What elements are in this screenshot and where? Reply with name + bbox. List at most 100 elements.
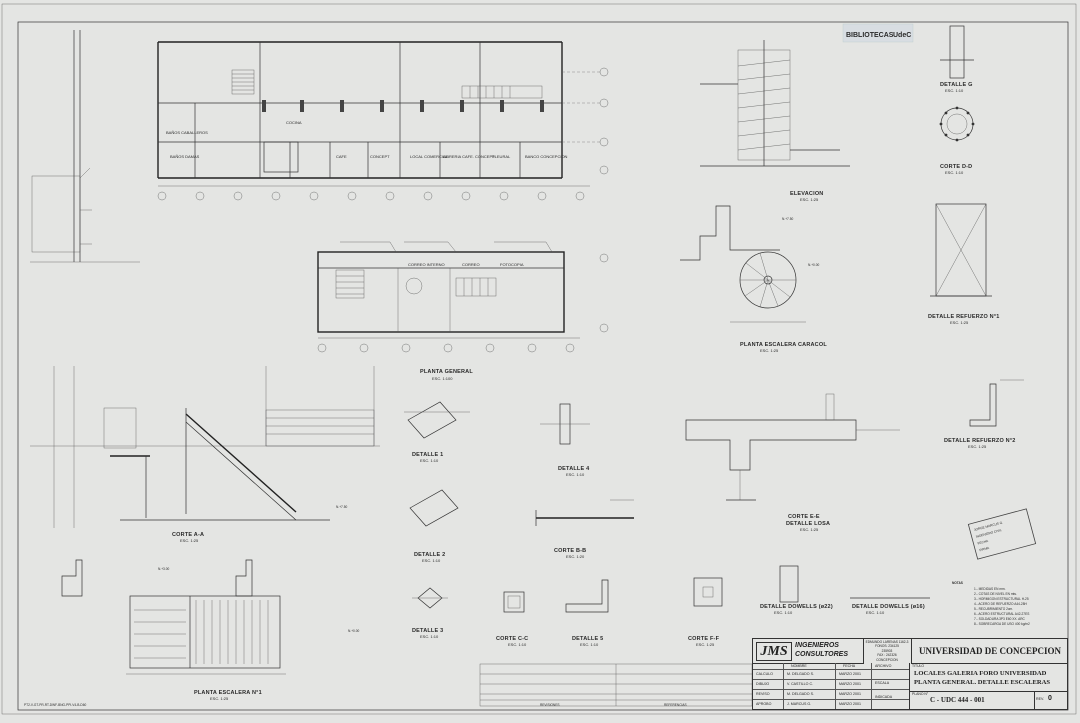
corte-cc-title: CORTE C-C	[496, 636, 528, 642]
room-correo: CORREO	[462, 262, 480, 267]
escala-label: ESCALA	[875, 681, 890, 685]
level-mark-3: N.+7.50	[336, 505, 347, 509]
level-mark-5: N.+0.00	[348, 629, 359, 633]
room-cafe: CAFE	[336, 154, 347, 159]
col-fecha: FECHA	[843, 664, 856, 668]
library-stamp: BIBLIOTECAS UdeC	[842, 23, 914, 43]
note-2: 2.- COTAS DE NIVEL EN mts.	[974, 592, 1017, 596]
elevacion-title: ELEVACION	[790, 191, 823, 197]
signature-table: NOMBRE FECHA ARCHIVO CALCULO M. DELGADO …	[753, 663, 909, 709]
note-3: 3.- HORMIGON ESTRUCTURAL H-25	[974, 597, 1029, 601]
revisions-strip: REVISIONES REFERENCIAS	[479, 663, 753, 707]
refuerzo1-scale: ESC. 1:25	[950, 320, 969, 325]
level-mark-1: N.+7.50	[782, 217, 793, 221]
room-local-comercial: LOCAL COMERCIAL	[410, 154, 449, 159]
note-7: 7.- SOLDADURA 3P3 E60 XX. ARC	[974, 617, 1026, 621]
refuerzo1-title: DETALLE REFUERZO N°1	[928, 314, 1000, 320]
title-cell: TITULO LOCALES GALERIA FORO UNIVERSIDAD …	[909, 663, 1068, 692]
plano-cell: PLANO N° C - UDC 444 - 001 REV. 0	[909, 691, 1068, 709]
sig-date: MARZO 2001	[839, 692, 861, 696]
room-pleural: PLEURAL	[492, 154, 511, 159]
detalle-g-title: DETALLE G	[940, 82, 973, 88]
sig-col-line	[783, 663, 784, 709]
planta-caracol-title: PLANTA ESCALERA CARACOL	[740, 342, 827, 348]
stamp-text: BIBLIOTECAS	[846, 32, 894, 39]
note-8: 8.- SOBRECARGA DE USO 400 kg/m2	[974, 622, 1030, 626]
detalle-4-scale: ESC. 1:10	[566, 472, 585, 477]
address-line-4: FAX : 242326	[877, 653, 897, 658]
col-nombre: NOMBRE	[791, 664, 807, 668]
room-banco: BANCO CONCEPCION	[525, 154, 568, 159]
margin-note: PT2-V-GT-PR-RT-DWF-BNG-PPI-V4-B-D60	[24, 703, 87, 707]
corte-ee-view: CORTE E-E DETALLE LOSA ESC. 1:25	[685, 393, 900, 532]
firm-logo: JMS	[756, 642, 792, 661]
sig-col-line	[835, 663, 836, 709]
corte-aa-view: CORTE A-A ESC. 1:25 N.+7.50	[30, 366, 380, 543]
elevacion-scale: ESC. 1:25	[800, 197, 819, 202]
room-banos-caballeros: BAÑOS CABALLEROS	[166, 130, 208, 135]
sig-row: CALCULO M. DELGADO S. MARZO 2001	[753, 669, 909, 680]
detalle-g-view: DETALLE G ESC. 1:10	[940, 25, 974, 93]
corte-ff-view: CORTE F-F ESC. 1:25	[688, 577, 723, 647]
corte-ee-title: CORTE E-E	[788, 514, 820, 520]
sig-header: NOMBRE FECHA ARCHIVO	[753, 663, 909, 670]
address-line-2: FONOS: 234125	[875, 644, 899, 649]
sig-date: MARZO 2001	[839, 672, 861, 676]
sheet-border	[17, 21, 1069, 711]
sig-name: V. CASTILLO C.	[787, 682, 814, 686]
detalle-4-view: DETALLE 4 ESC. 1:10	[540, 403, 590, 477]
sig-role: CALCULO	[756, 672, 773, 676]
titulo-label: TITULO	[912, 664, 925, 668]
planta-escalera-1-view: PLANTA ESCALERA N°1 ESC. 1:25 N.+3.00 N.…	[61, 559, 359, 701]
sig-date: MARZO 2001	[839, 682, 861, 686]
detalle-1-scale: ESC. 1:10	[420, 458, 439, 463]
room-correo-interno: CORREO INTERNO	[408, 262, 445, 267]
corte-ee-subtitle: DETALLE LOSA	[786, 521, 830, 527]
firm-line-2: CONSULTORES	[795, 651, 849, 658]
room-cocina: COCINA	[286, 120, 302, 125]
corte-bb-title: CORTE B-B	[554, 548, 586, 554]
dowells-16-view: DETALLE DOWELLS (ø16) ESC. 1:10	[850, 597, 930, 615]
room-libreria: LIBRERIA CAFE. CONCEPT.	[443, 154, 495, 159]
detalle-4-title: DETALLE 4	[558, 466, 590, 472]
revisions-label: REVISIONES	[540, 703, 560, 707]
planta-general-scale: ESC. 1:100	[432, 376, 453, 381]
note-6: 6.- ACERO ESTRUCTURAL A42-27ES	[974, 612, 1029, 616]
corte-cc-view: CORTE C-C ESC. 1:10	[496, 591, 528, 647]
rev-divider	[1034, 691, 1035, 709]
plano-number: C - UDC 444 - 001	[930, 696, 985, 704]
address-line-1: EDMUNDO LARENAS 1162-3	[865, 640, 909, 644]
corte-cc-scale: ESC. 1:10	[508, 642, 527, 647]
address-line-3: 235903	[881, 648, 893, 653]
plano-label: PLANO N°	[912, 692, 929, 696]
corte-ff-scale: ESC. 1:25	[696, 642, 715, 647]
sheet-outer-border	[1, 3, 1077, 715]
sig-col-line	[871, 663, 872, 709]
corte-dd-scale: ESC. 1:10	[945, 170, 964, 175]
client-name: UNIVERSIDAD DE CONCEPCION	[911, 639, 1068, 664]
title-block: JMS INGENIEROS CONSULTORES EDMUNDO LAREN…	[752, 638, 1068, 710]
sig-role: DIBUJO	[756, 682, 770, 686]
room-concept: CONCEPT	[370, 154, 390, 159]
title-line-2: PLANTA GENERAL. DETALLE ESCALERAS	[914, 679, 1051, 686]
sig-row: DIBUJO V. CASTILLO C. MARZO 2001	[753, 679, 909, 690]
corte-dd-title: CORTE D-D	[940, 164, 972, 170]
notes-block: NOTAS 1.- MEDIDAS EN mm. 2.- COTAS DE NI…	[952, 581, 1030, 626]
dowells22-title: DETALLE DOWELLS (ø22)	[760, 604, 833, 610]
seal-line-2: INGENIERO CIVIL	[975, 528, 1002, 539]
planta-general-title: PLANTA GENERAL	[420, 369, 473, 375]
seal-line-4: FIRMA	[979, 546, 990, 553]
room-banos-damas: BAÑOS DAMAS	[170, 154, 200, 159]
detalle-5-view: DETALLE 5 ESC. 1:10	[565, 579, 609, 647]
sig-row: REVISO M. DELGADO S. MARZO 2001	[753, 689, 909, 700]
planta-caracol-view: PLANTA ESCALERA CARACOL ESC. 1:25 N.+7.5…	[680, 205, 827, 353]
note-4: 4.- ACERO DE REFUERZO A44-28H	[974, 602, 1027, 606]
left-section-detail	[30, 30, 140, 263]
elevacion-view: ELEVACION ESC. 1:25	[700, 40, 850, 202]
planta-general-lower: CORREO INTERNO CORREO FOTOCOPIA PLANTA G…	[317, 241, 609, 381]
firm-cell: JMS INGENIEROS CONSULTORES	[753, 639, 864, 664]
dowells-22-view: DETALLE DOWELLS (ø22) ESC. 1:10	[760, 565, 833, 615]
sig-date: MARZO 2001	[839, 702, 861, 706]
